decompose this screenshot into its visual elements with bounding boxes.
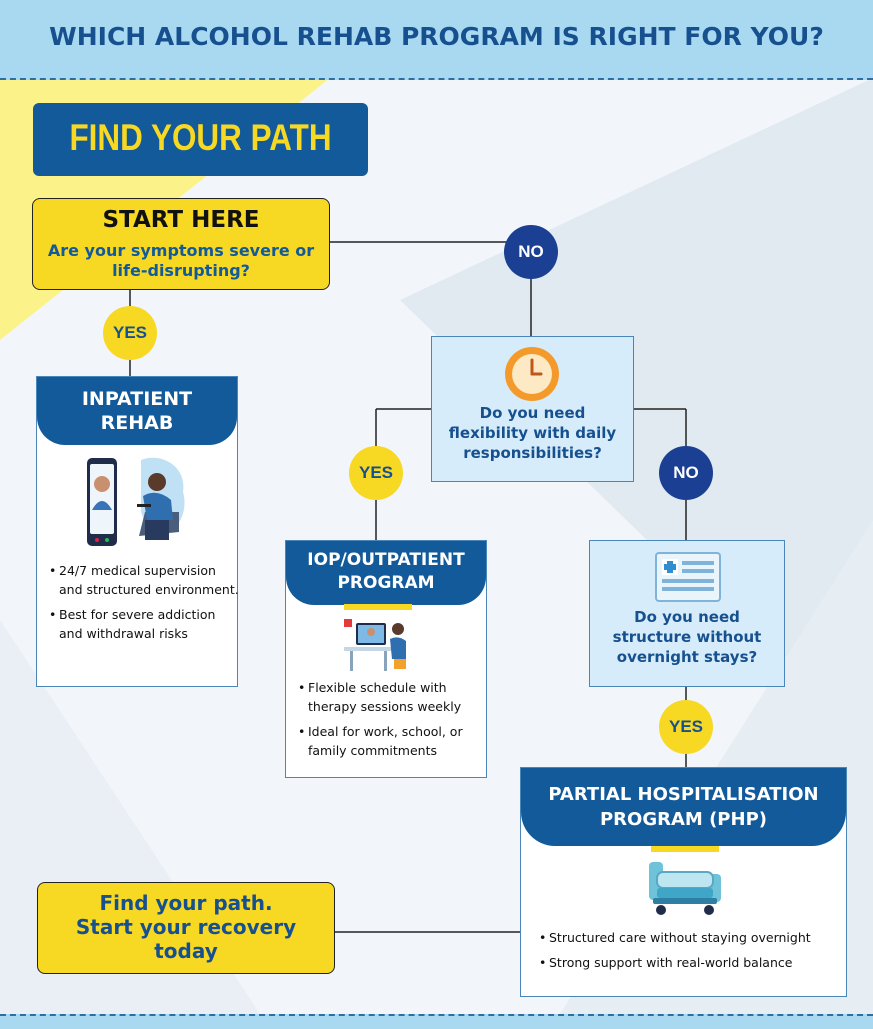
inpatient-bullet-2: Best for severe addiction and withdrawal… bbox=[49, 605, 239, 643]
cta-line1: Find your path. bbox=[99, 891, 273, 915]
inpatient-rehab-title: INPATIENT REHAB bbox=[37, 377, 237, 445]
inpatient-title-line2: REHAB bbox=[100, 412, 174, 434]
iop-outpatient-title: IOP/OUTPATIENT PROGRAM bbox=[286, 541, 486, 605]
yes-circle-flexibility: YES bbox=[349, 446, 403, 500]
find-your-path-text: FIND YOUR PATH bbox=[69, 117, 332, 158]
inpatient-bullet-1: 24/7 medical supervision and structured … bbox=[49, 561, 239, 599]
start-here-title: START HERE bbox=[102, 207, 260, 233]
cta-line3: today bbox=[154, 939, 218, 963]
clock-icon bbox=[505, 347, 559, 401]
video-call-patient-illustration bbox=[87, 457, 185, 546]
cta-text: Find your path. Start your recovery toda… bbox=[38, 891, 334, 963]
flexibility-question-text: Do you need flexibility with daily respo… bbox=[448, 404, 617, 462]
php-title: PARTIAL HOSPITALISATION PROGRAM (PHP) bbox=[521, 768, 846, 846]
inpatient-rehab-card: INPATIENT REHAB 24/7 medical supervision… bbox=[36, 376, 239, 687]
find-your-path-cta-box: Find your path. Start your recovery toda… bbox=[37, 882, 335, 974]
php-accent-bar bbox=[651, 846, 719, 852]
page-title: WHICH ALCOHOL REHAB PROGRAM IS RIGHT FOR… bbox=[49, 22, 824, 51]
iop-outpatient-card: IOP/OUTPATIENT PROGRAM Flexible schedule… bbox=[285, 540, 487, 778]
footer-band bbox=[0, 1014, 873, 1029]
structure-question-text: Do you need structure without overnight … bbox=[612, 608, 762, 666]
iop-bullet-1: Flexible schedule with therapy sessions … bbox=[298, 678, 488, 716]
php-bullet-2: Strong support with real-world balance bbox=[539, 953, 844, 972]
iop-bullets: Flexible schedule with therapy sessions … bbox=[298, 678, 488, 766]
flexibility-question-box: Do you need flexibility with daily respo… bbox=[431, 336, 634, 482]
severity-question: Are your symptoms severe or life-disrupt… bbox=[47, 241, 315, 280]
yes-circle-structure: YES bbox=[659, 700, 713, 754]
inpatient-bullets: 24/7 medical supervision and structured … bbox=[49, 561, 239, 649]
online-therapy-illustration bbox=[344, 619, 406, 671]
php-title-line1: PARTIAL HOSPITALISATION bbox=[548, 784, 819, 805]
php-bullets: Structured care without staying overnigh… bbox=[539, 928, 844, 978]
cta-line2: Start your recovery bbox=[75, 915, 297, 939]
php-title-line2: PROGRAM (PHP) bbox=[599, 809, 767, 830]
header-band bbox=[0, 0, 873, 80]
no-circle-flexibility: NO bbox=[659, 446, 713, 500]
inpatient-title-line1: INPATIENT bbox=[81, 388, 193, 410]
structure-question-box: Do you need structure without overnight … bbox=[589, 540, 785, 687]
php-card: PARTIAL HOSPITALISATION PROGRAM (PHP) St… bbox=[520, 767, 847, 997]
iop-accent-bar bbox=[344, 604, 412, 610]
iop-title-line1: IOP/OUTPATIENT bbox=[307, 550, 465, 570]
find-your-path-banner: FIND YOUR PATH bbox=[33, 103, 368, 176]
yes-circle-severity: YES bbox=[103, 306, 157, 360]
hospital-bed-icon bbox=[649, 862, 721, 915]
no-circle-severity: NO bbox=[504, 225, 558, 279]
iop-title-line2: PROGRAM bbox=[337, 573, 435, 593]
php-bullet-1: Structured care without staying overnigh… bbox=[539, 928, 844, 947]
iop-bullet-2: Ideal for work, school, or family commit… bbox=[298, 722, 488, 760]
start-here-box: START HERE Are your symptoms severe or l… bbox=[32, 198, 330, 290]
medical-form-icon bbox=[655, 552, 721, 602]
